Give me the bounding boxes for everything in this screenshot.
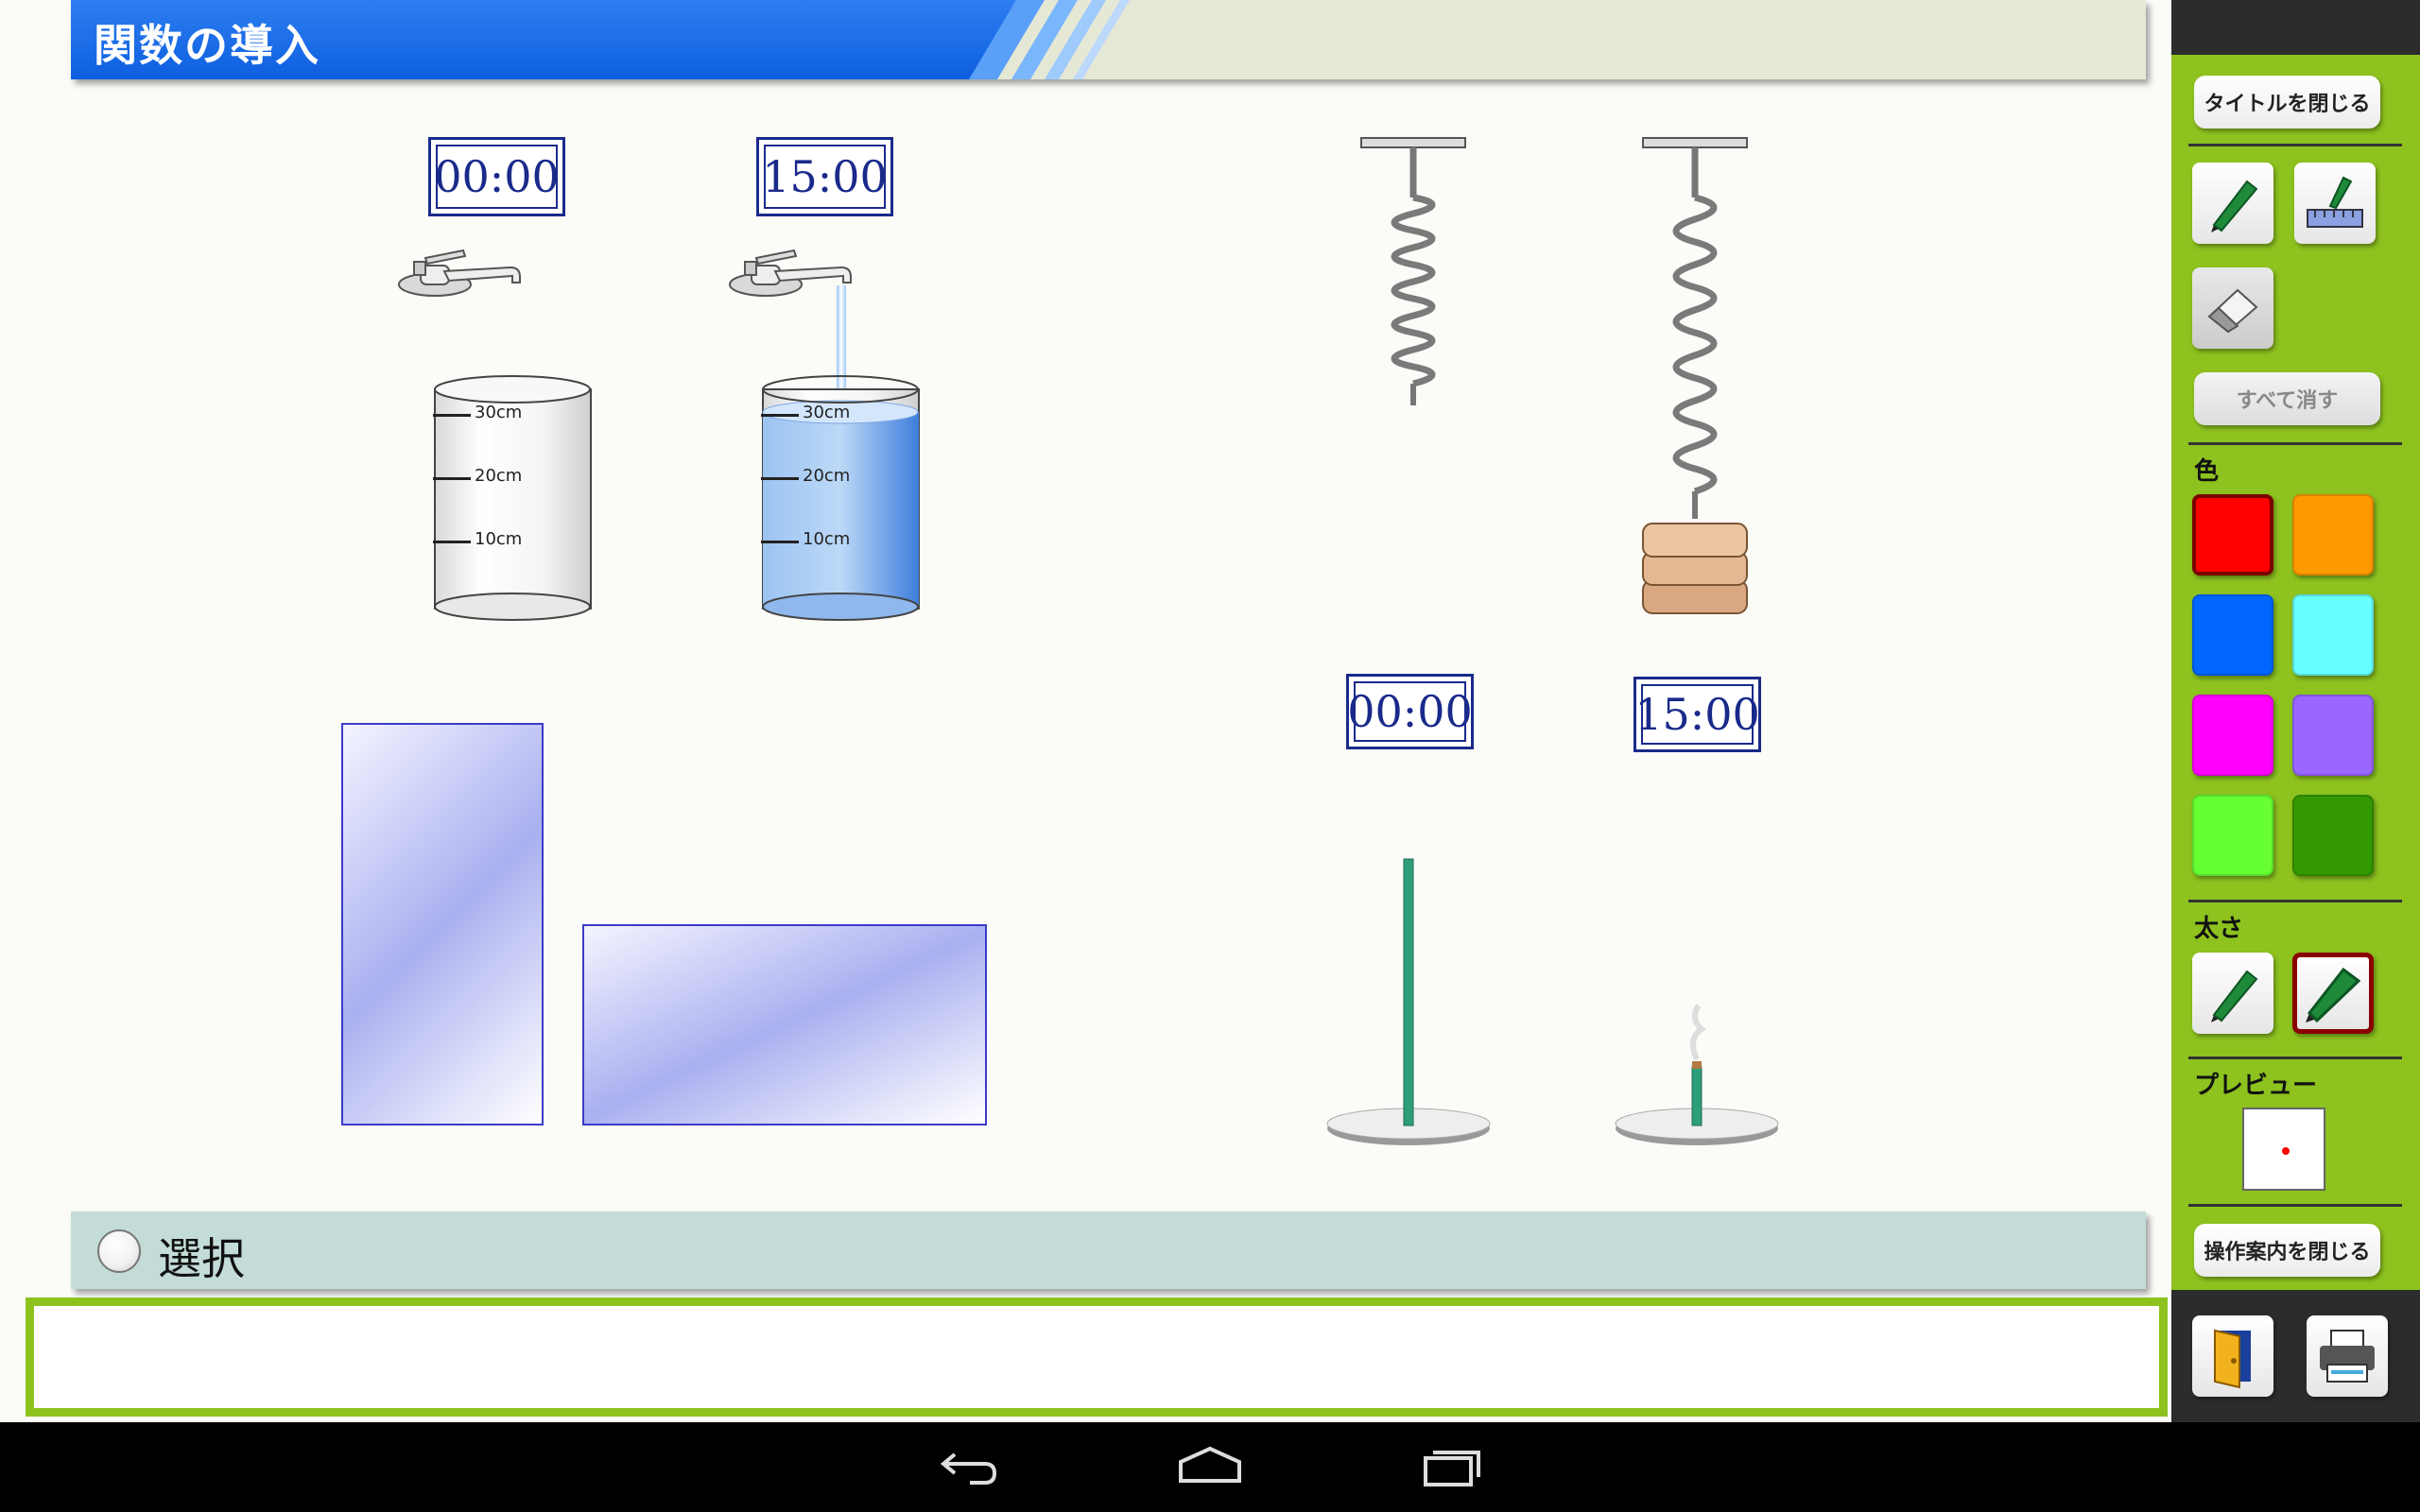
color-swatch-green[interactable] <box>2292 795 2374 876</box>
panel-separator <box>2188 1204 2402 1207</box>
select-label: 選択 <box>158 1233 245 1284</box>
page-title: 関数の導入 <box>94 20 320 71</box>
rectangle-tall <box>341 723 544 1125</box>
color-label: 色 <box>2194 457 2220 486</box>
color-swatch-red[interactable] <box>2192 494 2273 576</box>
content-area: 00:00 15:00 30cm 20cm 10cm <box>71 79 2146 1204</box>
spring-unloaded-icon <box>1360 137 1466 405</box>
color-swatch-magenta[interactable] <box>2192 695 2273 776</box>
color-swatch-orange[interactable] <box>2292 494 2374 576</box>
beaker-1-mark-30: 30cm <box>475 403 523 422</box>
color-swatch-purple[interactable] <box>2292 695 2374 776</box>
pen-tool-button[interactable] <box>2192 163 2273 244</box>
panel-separator <box>2188 442 2402 445</box>
select-bar[interactable]: 選択 <box>71 1211 2146 1289</box>
select-radio[interactable] <box>97 1229 141 1273</box>
thick-stroke-button[interactable] <box>2292 953 2374 1034</box>
recent-apps-icon[interactable] <box>1420 1443 1486 1492</box>
panel-top-bar <box>2171 0 2420 55</box>
stroke-preview <box>2242 1108 2325 1191</box>
ruler-pen-tool-button[interactable] <box>2294 163 2376 244</box>
printer-icon <box>2320 1330 2375 1383</box>
title-bar-blue <box>71 0 1016 79</box>
thickness-label: 太さ <box>2194 915 2244 943</box>
tool-panel: タイトルを閉じる すべて消す 色 太さ <box>2171 0 2420 1422</box>
eraser-tool-button[interactable] <box>2192 267 2273 349</box>
color-swatch-lime[interactable] <box>2192 795 2273 876</box>
beaker-1-scale: 30cm 20cm 10cm <box>433 403 584 565</box>
preview-label: プレビュー <box>2194 1072 2318 1100</box>
beaker-1-mark-20: 20cm <box>475 466 523 486</box>
incense-burned-icon <box>1615 1004 1779 1145</box>
ruler-pen-icon <box>2307 176 2363 228</box>
faucet-timer-end: 15:00 <box>756 137 893 216</box>
panel-bottom-bar <box>2171 1290 2420 1422</box>
clear-all-button[interactable]: すべて消す <box>2194 372 2380 425</box>
beaker-filled-icon <box>762 375 920 621</box>
color-swatch-blue[interactable] <box>2192 594 2273 676</box>
spring-loaded-icon <box>1642 137 1748 614</box>
pen-icon <box>2211 180 2258 232</box>
close-title-button[interactable]: タイトルを閉じる <box>2194 76 2380 129</box>
panel-separator <box>2188 1057 2402 1059</box>
incense-timer-end: 15:00 <box>1634 677 1761 752</box>
incense-timer-start: 00:00 <box>1346 674 1474 749</box>
beaker-2-mark-30: 30cm <box>803 403 851 422</box>
rectangle-wide <box>582 924 987 1125</box>
title-bar: 関数の導入 <box>71 0 2146 79</box>
back-icon[interactable] <box>936 1443 1002 1492</box>
eraser-icon <box>2207 288 2258 334</box>
android-nav-bar <box>0 1422 2420 1512</box>
close-guide-button[interactable]: 操作案内を閉じる <box>2194 1224 2380 1277</box>
exit-button[interactable] <box>2192 1315 2273 1397</box>
beaker-2-scale: 30cm 20cm 10cm <box>761 403 912 565</box>
faucet-open-icon <box>729 249 852 297</box>
exit-door-icon <box>2214 1329 2251 1389</box>
thin-pen-icon <box>2211 970 2258 1022</box>
print-button[interactable] <box>2307 1315 2388 1397</box>
beaker-1-mark-10: 10cm <box>475 529 523 549</box>
preview-dot <box>2282 1147 2290 1155</box>
beaker-empty-icon <box>434 375 592 621</box>
faucet-timer-start: 00:00 <box>428 137 565 216</box>
beaker-2-mark-10: 10cm <box>803 529 851 549</box>
panel-separator <box>2188 900 2402 902</box>
thick-pen-icon <box>2306 967 2361 1023</box>
beaker-2-mark-20: 20cm <box>803 466 851 486</box>
incense-full-icon <box>1326 858 1491 1145</box>
notes-box[interactable] <box>26 1297 2168 1417</box>
home-icon[interactable] <box>1177 1443 1243 1492</box>
panel-separator <box>2188 144 2402 146</box>
title-stripes <box>969 0 1130 79</box>
thin-stroke-button[interactable] <box>2192 953 2273 1034</box>
color-swatch-cyan[interactable] <box>2292 594 2374 676</box>
faucet-closed-icon <box>398 249 521 297</box>
